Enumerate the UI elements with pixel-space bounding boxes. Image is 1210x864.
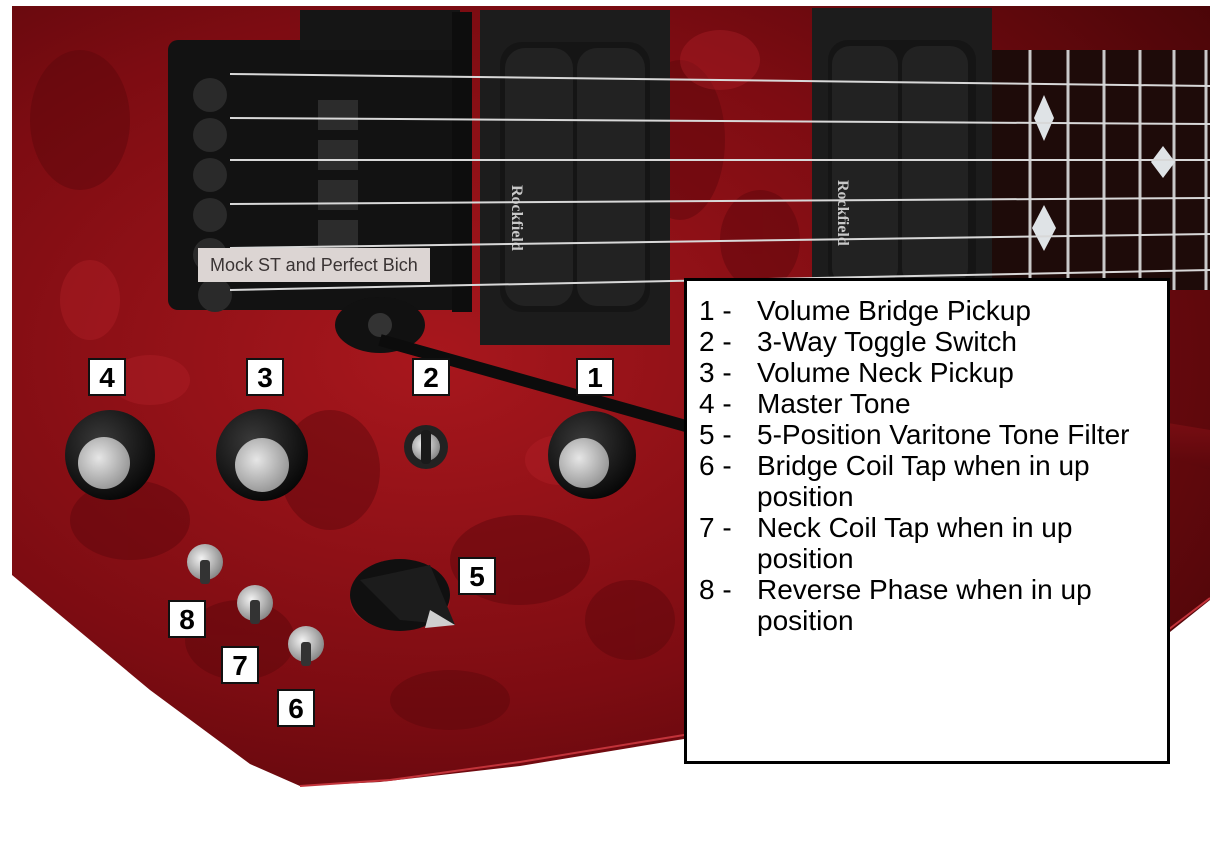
fretboard	[985, 50, 1210, 290]
legend-number: 3 -	[699, 357, 732, 388]
legend-text: Neck Coil Tap when in up position	[757, 512, 1073, 574]
legend-text: Master Tone	[757, 388, 911, 419]
knob-volume-bridge	[548, 411, 636, 499]
marker-8: 8	[168, 600, 206, 638]
legend-item: 8 - Reverse Phase when in up position	[699, 574, 1153, 636]
legend-number: 2 -	[699, 326, 732, 357]
marker-1: 1	[576, 358, 614, 396]
legend-text: Volume Bridge Pickup	[757, 295, 1031, 326]
mini-toggle-7	[237, 585, 273, 624]
knob-master-tone	[65, 410, 155, 500]
mini-toggle-6	[288, 626, 324, 666]
legend-text: Bridge Coil Tap when in up position	[757, 450, 1090, 512]
fret-inlay-icons	[1032, 95, 1175, 251]
legend-number: 6 -	[699, 450, 732, 481]
marker-4: 4	[88, 358, 126, 396]
pickup-brand-neck: Rockfield	[834, 180, 851, 246]
legend-text: 5-Position Varitone Tone Filter	[757, 419, 1130, 450]
toggle-switch-3-way	[404, 425, 448, 469]
legend-text: Volume Neck Pickup	[757, 357, 1014, 388]
varitone-rotary-switch	[350, 559, 455, 631]
legend-number: 4 -	[699, 388, 732, 419]
legend-number: 5 -	[699, 419, 732, 450]
marker-6: 6	[277, 689, 315, 727]
legend-item: 1 - Volume Bridge Pickup	[699, 295, 1153, 326]
controls-legend: 1 - Volume Bridge Pickup 2 - 3-Way Toggl…	[684, 278, 1170, 764]
legend-item: 3 - Volume Neck Pickup	[699, 357, 1153, 388]
knob-volume-neck	[216, 409, 308, 501]
legend-text: 3-Way Toggle Switch	[757, 326, 1017, 357]
legend-item: 7 - Neck Coil Tap when in up position	[699, 512, 1153, 574]
legend-text: Reverse Phase when in up position	[757, 574, 1092, 636]
bridge-pickup: Rockfield	[480, 10, 670, 345]
marker-5: 5	[458, 557, 496, 595]
marker-7: 7	[221, 646, 259, 684]
pickup-brand-bridge: Rockfield	[508, 185, 525, 251]
legend-number: 7 -	[699, 512, 732, 543]
legend-item: 2 - 3-Way Toggle Switch	[699, 326, 1153, 357]
guitar-strings	[229, 73, 1210, 291]
legend-number: 1 -	[699, 295, 732, 326]
image-tooltip: Mock ST and Perfect Bich	[198, 248, 430, 282]
mini-toggle-8	[187, 544, 223, 584]
tremolo-bridge	[168, 10, 702, 436]
legend-item: 4 - Master Tone	[699, 388, 1153, 419]
marker-3: 3	[246, 358, 284, 396]
legend-item: 6 - Bridge Coil Tap when in up position	[699, 450, 1153, 512]
marker-2: 2	[412, 358, 450, 396]
legend-number: 8 -	[699, 574, 732, 605]
legend-item: 5 - 5-Position Varitone Tone Filter	[699, 419, 1153, 450]
neck-pickup: Rockfield	[812, 8, 992, 293]
